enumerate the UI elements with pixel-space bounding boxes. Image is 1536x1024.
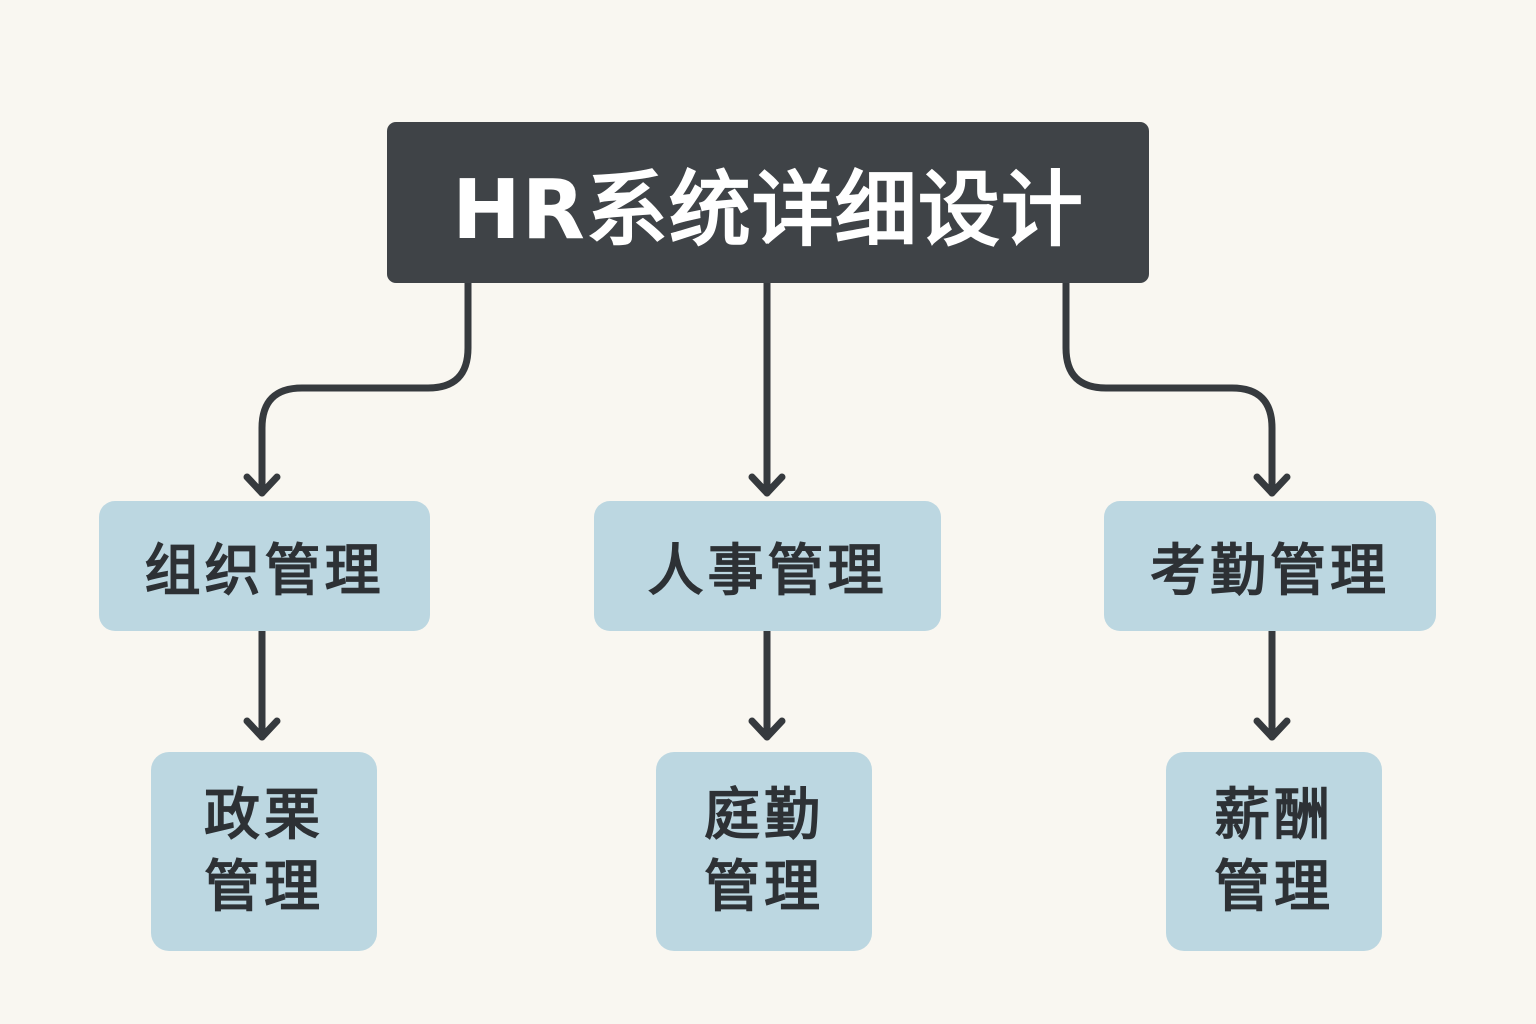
arrowhead-attendance xyxy=(1253,473,1291,497)
node-personnel-management[interactable]: 人事管理 xyxy=(594,501,941,631)
node-court-attendance-management[interactable]: 庭勤 管理 xyxy=(656,752,872,951)
connector-root-to-attendance xyxy=(1062,279,1276,497)
node-org-management[interactable]: 组织管理 xyxy=(99,501,430,631)
node-label-line2: 管理 xyxy=(704,854,824,920)
node-label: 人事管理 xyxy=(647,538,888,604)
root-node-label: HR系统详细设计 xyxy=(452,163,1084,258)
arrowhead-salary xyxy=(1253,717,1291,741)
node-label-line1: 政栗 xyxy=(204,782,324,848)
node-label-line2: 管理 xyxy=(204,854,324,920)
connector-root-to-org xyxy=(258,279,472,497)
arrowhead-policy xyxy=(243,717,281,741)
node-salary-management[interactable]: 薪酬 管理 xyxy=(1166,752,1382,951)
arrowhead-personnel xyxy=(748,473,786,497)
node-label-line2: 管理 xyxy=(1214,854,1334,920)
arrowhead-personnel-leaf xyxy=(748,717,786,741)
node-label-line1: 薪酬 xyxy=(1214,782,1334,848)
root-node[interactable]: HR系统详细设计 xyxy=(387,122,1149,283)
node-policy-management[interactable]: 政栗 管理 xyxy=(151,752,377,951)
node-attendance-management[interactable]: 考勤管理 xyxy=(1104,501,1436,631)
node-label: 组织管理 xyxy=(144,538,385,604)
node-label-line1: 庭勤 xyxy=(704,782,824,848)
arrowhead-org xyxy=(243,473,281,497)
node-label: 考勤管理 xyxy=(1150,538,1390,604)
